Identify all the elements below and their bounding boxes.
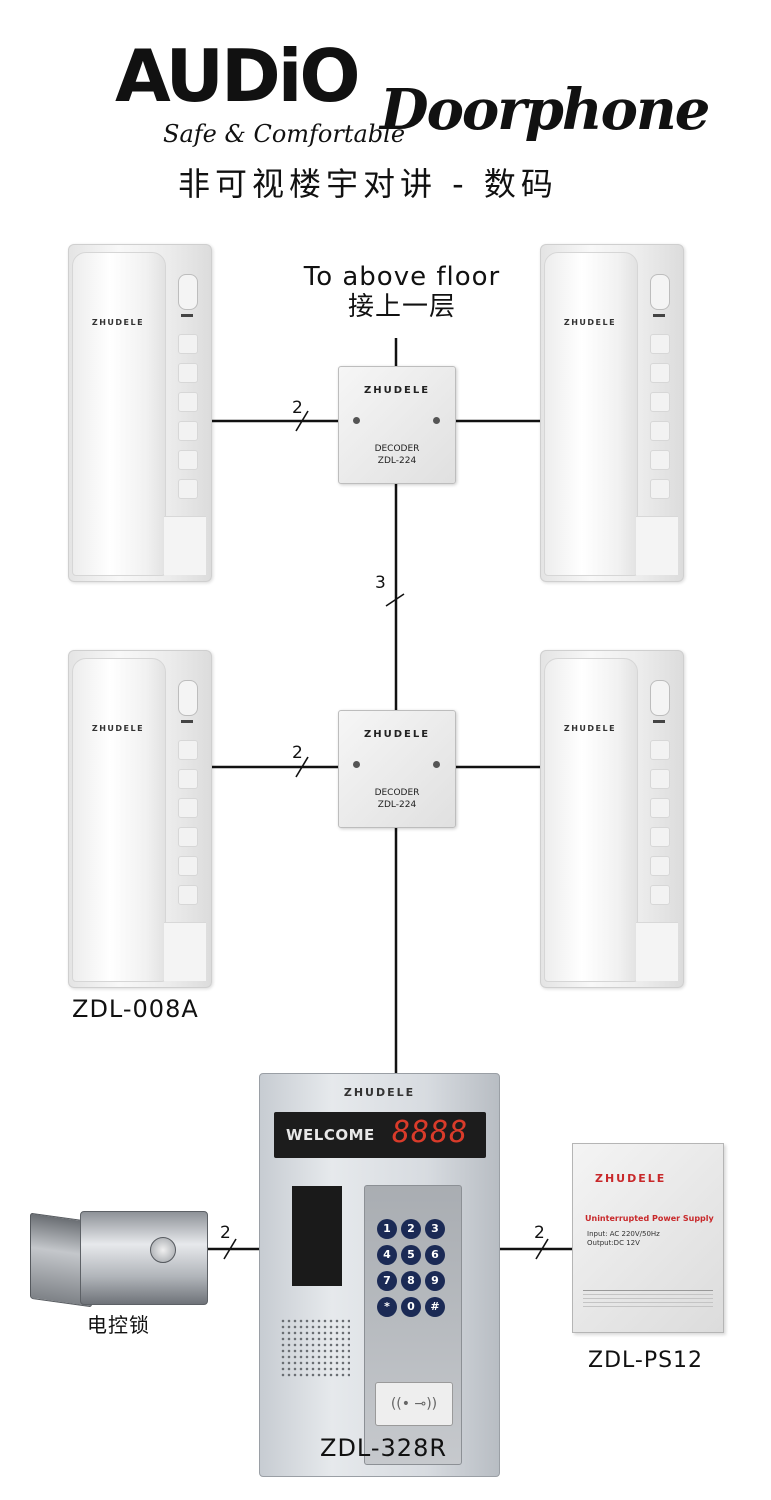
welcome-text: WELCOME (286, 1126, 375, 1144)
tick-power (535, 1238, 549, 1260)
wire-count-lock: 2 (220, 1223, 231, 1243)
screw-icon (433, 761, 440, 768)
keypad-key[interactable]: 0 (401, 1297, 421, 1317)
tick-riser (385, 593, 405, 607)
decoder-type: DECODER (374, 788, 420, 798)
handset-receiver (544, 658, 638, 982)
power-supply: ZHUDELE Uninterrupted Power Supply Input… (572, 1143, 724, 1333)
handset-cradle (164, 922, 206, 981)
tick-lock (223, 1238, 237, 1260)
handset-cradle (164, 516, 206, 575)
indicator-led (653, 720, 665, 723)
side-keys (648, 740, 672, 910)
side-keys (176, 334, 200, 504)
psu-brand: ZHUDELE (595, 1172, 667, 1185)
electric-lock (30, 1203, 208, 1308)
keypad-key[interactable]: 7 (377, 1271, 397, 1291)
brand-logo-main: AUDiO (115, 34, 361, 118)
card-reader-icon[interactable]: ((• ⊸)) (375, 1382, 453, 1426)
psu-output-spec: Output:DC 12V (587, 1239, 640, 1247)
handset-cradle (636, 516, 678, 575)
keypad-key[interactable]: 9 (425, 1271, 445, 1291)
instruction-panel (292, 1186, 342, 1286)
keypad-key[interactable]: # (425, 1297, 445, 1317)
unlock-switch (650, 680, 670, 716)
handset-receiver (544, 252, 638, 576)
led-digit-display: 8888 (392, 1115, 469, 1150)
key-cylinder-icon (150, 1237, 176, 1263)
side-keys (648, 334, 672, 504)
lock-label: 电控锁 (87, 1313, 150, 1337)
keypad-key[interactable]: 4 (377, 1245, 397, 1265)
handset-cradle (636, 922, 678, 981)
brand-logo-sub: Doorphone (380, 77, 710, 143)
handset-brand: ZHUDELE (563, 318, 617, 327)
side-keys (176, 740, 200, 910)
keypad-key[interactable]: 3 (425, 1219, 445, 1239)
keypad-key[interactable]: 8 (401, 1271, 421, 1291)
screw-icon (433, 417, 440, 424)
handset-bottom-left: ZHUDELE (68, 650, 212, 988)
handset-brand: ZHUDELE (563, 724, 617, 733)
keypad-key[interactable]: 6 (425, 1245, 445, 1265)
psu-input-spec: Input: AC 220V/50Hz (587, 1230, 660, 1238)
decoder-model: ZDL-224 (377, 800, 417, 810)
keypad-key[interactable]: 5 (401, 1245, 421, 1265)
wire-count-floor1: 2 (292, 743, 303, 763)
brand-tagline: Safe & Comfortable (163, 120, 406, 148)
power-supply-model-label: ZDL-PS12 (588, 1348, 704, 1373)
psu-warning-text (583, 1290, 713, 1309)
screw-icon (353, 761, 360, 768)
decoder-label: DECODER ZDL-224 (339, 787, 455, 811)
above-floor-note-en: To above floor (303, 262, 501, 292)
unlock-switch (650, 274, 670, 310)
station-brand: ZHUDELE (343, 1086, 416, 1099)
keypad-key[interactable]: 1 (377, 1219, 397, 1239)
unlock-switch (178, 680, 198, 716)
wire-count-power: 2 (534, 1223, 545, 1243)
page-title: 非可视楼宇对讲 - 数码 (178, 165, 558, 203)
decoder-lower: ZHUDELE DECODER ZDL-224 (338, 710, 456, 828)
decoder-type: DECODER (374, 444, 420, 454)
handset-top-left: ZHUDELE (68, 244, 212, 582)
handset-receiver (72, 658, 166, 982)
indicator-led (653, 314, 665, 317)
decoder-label: DECODER ZDL-224 (339, 443, 455, 467)
station-display-strip: WELCOME 8888 (274, 1112, 486, 1158)
handset-top-right: ZHUDELE (540, 244, 684, 582)
indicator-led (181, 314, 193, 317)
wire-count-riser: 3 (375, 573, 386, 593)
indicator-led (181, 720, 193, 723)
wire-count-floor2: 2 (292, 398, 303, 418)
decoder-model: ZDL-224 (377, 456, 417, 466)
keypad-key[interactable]: * (377, 1297, 397, 1317)
lock-body (80, 1211, 208, 1305)
psu-spec: Input: AC 220V/50Hz Output:DC 12V (587, 1230, 660, 1248)
unlock-switch (178, 274, 198, 310)
door-station-model-label: ZDL-328R (320, 1434, 448, 1462)
decoder-brand: ZHUDELE (363, 385, 431, 396)
handset-brand: ZHUDELE (91, 724, 145, 733)
decoder-brand: ZHUDELE (363, 729, 431, 740)
above-floor-note: To above floor 接上一层 (292, 262, 512, 322)
above-floor-note-cn: 接上一层 (347, 292, 456, 322)
screw-icon (353, 417, 360, 424)
psu-title: Uninterrupted Power Supply (585, 1214, 714, 1223)
keypad-key[interactable]: 2 (401, 1219, 421, 1239)
handset-model-label: ZDL-008A (72, 995, 199, 1023)
speaker-grille (280, 1318, 350, 1378)
tick-floor2 (295, 410, 309, 432)
tick-floor1 (295, 756, 309, 778)
handset-receiver (72, 252, 166, 576)
handset-bottom-right: ZHUDELE (540, 650, 684, 988)
decoder-upper: ZHUDELE DECODER ZDL-224 (338, 366, 456, 484)
handset-brand: ZHUDELE (91, 318, 145, 327)
